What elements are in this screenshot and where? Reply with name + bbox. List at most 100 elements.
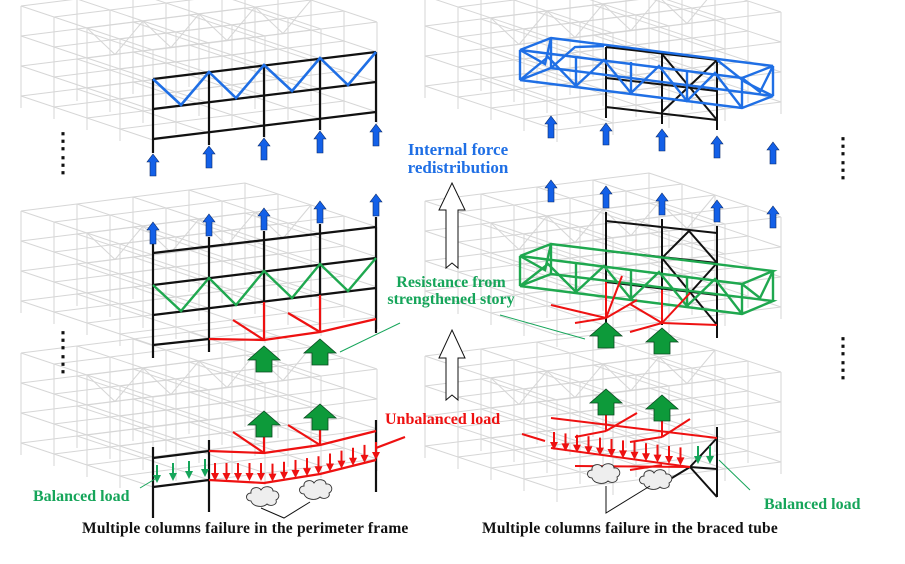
ghost-member — [20, 0, 74, 7]
continuation-ellipsis: ⋮ — [52, 152, 74, 177]
ghost-member — [114, 20, 144, 55]
red-load-path — [208, 295, 377, 342]
continuation-ellipsis: ⋮ — [832, 157, 854, 182]
resistance-arrow-icon — [645, 327, 679, 355]
ghost-member — [457, 0, 519, 8]
ghost-member — [142, 225, 172, 253]
ghost-member — [226, 6, 256, 41]
middle-right-tube — [518, 179, 780, 355]
up-arrow-icon — [369, 123, 383, 147]
down-arrow-red-icon — [606, 438, 617, 458]
ghost-member — [142, 20, 172, 48]
continuation-ellipsis: ⋮ — [52, 327, 74, 352]
ghost-member — [86, 374, 116, 402]
ghost-member — [114, 225, 144, 260]
internal-force-line1: Internal force — [407, 140, 509, 159]
bottom-left-frame — [139, 403, 406, 519]
down-arrow-red-icon — [256, 462, 266, 482]
top-left-frame — [146, 50, 383, 177]
ghost-member — [630, 201, 660, 236]
ghost-member — [574, 363, 604, 398]
ghost-member — [226, 211, 256, 246]
up-arrow-icon — [599, 185, 613, 209]
ghost-member — [198, 218, 228, 246]
continuation-ellipsis: ⋮ — [832, 133, 854, 158]
ghost-member — [254, 6, 284, 34]
up-arrow-icon — [257, 137, 271, 161]
failure-pointer — [605, 485, 651, 514]
up-arrow-icon — [544, 179, 558, 203]
ghost-member — [546, 370, 576, 398]
balanced-load-label-left: Balanced load — [33, 488, 130, 505]
v-brace-green — [152, 257, 377, 313]
ghost-member — [602, 363, 632, 391]
ghost-member — [518, 215, 548, 250]
ghost-member — [170, 360, 200, 395]
bottom-right-tube — [521, 388, 751, 514]
down-arrow-red-icon — [583, 435, 594, 456]
caption-left: Multiple columns failure in the perimete… — [82, 520, 409, 537]
ghost-member — [661, 0, 688, 24]
down-arrow-red-icon — [641, 442, 651, 463]
blue-truss — [518, 36, 775, 110]
ghost-member — [170, 13, 200, 48]
resistance-arrow-icon — [589, 321, 623, 349]
ghost-member — [574, 208, 604, 243]
ghost-member — [686, 349, 716, 384]
down-arrow-red-icon — [210, 462, 220, 482]
ghost-member — [282, 204, 312, 239]
ghost-member — [170, 218, 200, 253]
unbalanced-load-label: Unbalanced load — [385, 411, 501, 428]
ghost-member — [686, 0, 708, 24]
ghost-member — [666, 0, 726, 20]
down-arrow-green-icon — [184, 460, 194, 480]
continuation-ellipsis: ⋮ — [52, 128, 74, 153]
ghost-member — [546, 215, 576, 243]
down-arrow-green-icon — [200, 458, 210, 478]
ghost-member — [743, 0, 782, 13]
up-arrow-icon — [369, 193, 383, 217]
internal-force-line2: redistribution — [407, 157, 509, 177]
ghost-member — [254, 211, 284, 239]
ghost-member — [142, 367, 172, 395]
ghost-member — [686, 194, 716, 229]
resistance-arrow-icon — [247, 345, 281, 373]
resistance-line1: Resistance from — [396, 274, 506, 291]
balanced-load-arrows — [693, 445, 715, 465]
up-arrow-icon — [313, 130, 327, 154]
top-right-tube — [518, 36, 780, 165]
progression-arrow-icon — [438, 328, 466, 402]
red-load-path — [550, 275, 718, 333]
ghost-member — [490, 222, 520, 250]
ghost-member — [198, 360, 228, 388]
v-brace-blue — [152, 51, 377, 107]
up-arrow-icon — [599, 122, 613, 146]
continuation-ellipsis: ⋮ — [52, 351, 74, 376]
down-arrow-red-icon — [244, 462, 255, 482]
ghost-member — [658, 356, 688, 384]
ghost-member — [630, 0, 658, 31]
ghost-member — [518, 370, 548, 405]
ghost-member — [86, 232, 116, 260]
up-arrow-icon — [710, 199, 724, 223]
middle-left-frame — [146, 193, 383, 373]
ghost-member — [546, 10, 576, 38]
down-arrow-red-icon — [325, 452, 335, 473]
up-arrow-icon — [146, 153, 160, 177]
ghost-member — [282, 0, 312, 34]
red-load-path — [208, 411, 406, 485]
up-arrow-icon — [766, 141, 780, 165]
balanced-load-label-right: Balanced load — [764, 496, 861, 513]
resistance-pointer — [339, 322, 401, 353]
down-arrow-red-icon — [675, 446, 686, 467]
caption-right: Multiple columns failure in the braced t… — [482, 520, 778, 537]
ghost-member — [602, 3, 632, 31]
ghost-member — [114, 367, 144, 402]
resistance-arrow-icon — [645, 394, 679, 422]
ghost-member — [309, 0, 378, 23]
resistance-arrow-icon — [303, 338, 337, 366]
up-arrow-icon — [202, 145, 216, 169]
ghost-member — [490, 377, 520, 405]
failure-cloud-icon — [639, 469, 673, 490]
down-arrow-red-icon — [233, 462, 243, 482]
